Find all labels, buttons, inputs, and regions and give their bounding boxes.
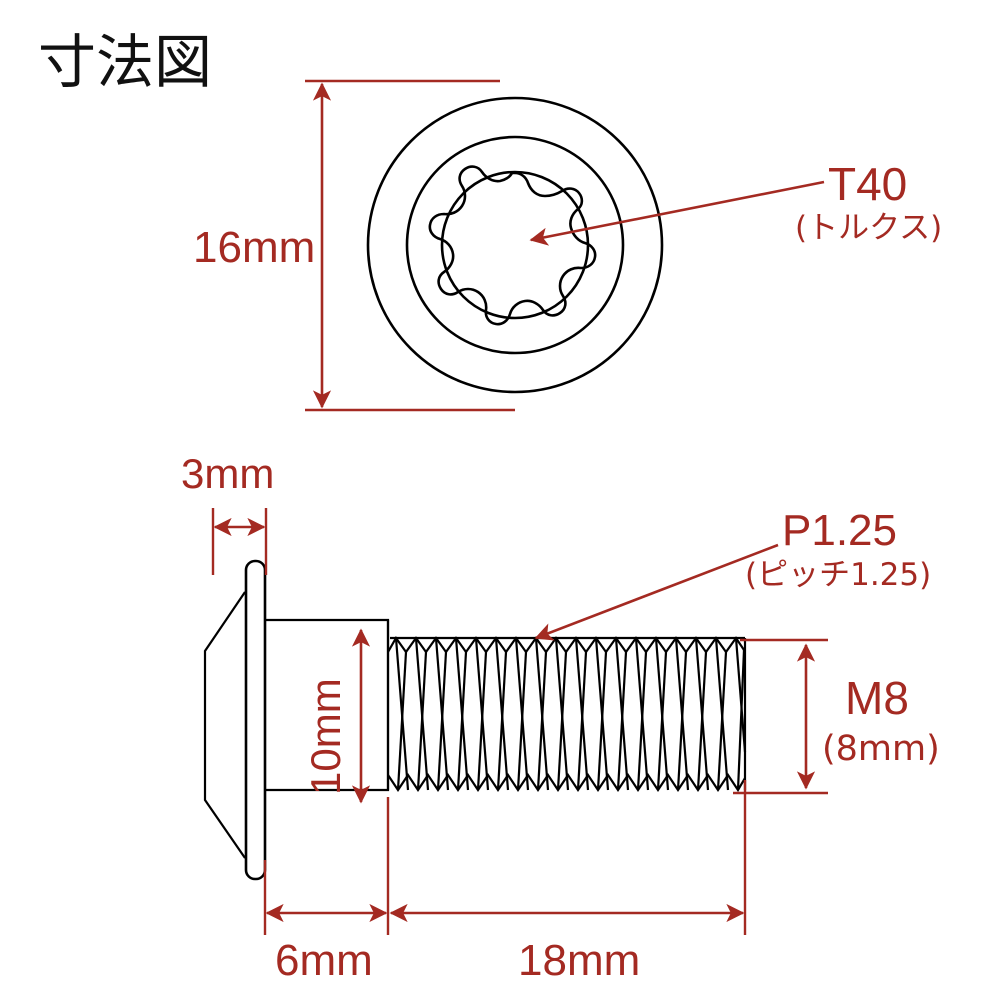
dimension-label-16mm: 16mm <box>193 223 315 272</box>
dimension-flange-thickness: 3mm <box>181 450 274 575</box>
callout-sublabel-8mm: (8mm) <box>822 729 940 769</box>
thread-flanks-right <box>394 637 747 791</box>
dimension-label-18mm: 18mm <box>518 936 640 985</box>
callout-label-t40: T40 <box>828 158 907 210</box>
callout-thread-pitch: P1.25 (ピッチ1.25) <box>534 506 931 641</box>
dimension-thread-size: M8 (8mm) <box>733 638 940 795</box>
flange-taper-profile <box>203 591 246 859</box>
page-title: 寸法図 <box>38 28 212 96</box>
flange-plate <box>244 559 267 881</box>
dimension-label-6mm: 6mm <box>275 936 373 985</box>
leader-line-p125 <box>534 543 779 641</box>
callout-sublabel-torx: (トルクス) <box>795 210 942 246</box>
flange-outer-circle <box>366 96 664 394</box>
dimension-head-diameter: 16mm <box>193 79 515 412</box>
thread-crest-top <box>387 635 745 654</box>
leader-line-t40 <box>529 180 825 246</box>
dimension-head-height: 10mm <box>302 628 371 804</box>
thread-crest-bottom <box>387 773 746 793</box>
head-top-view <box>366 96 664 394</box>
callout-drive-type: T40 (トルクス) <box>529 158 942 246</box>
head-circle <box>405 135 625 355</box>
callout-sublabel-pitch: (ピッチ1.25) <box>745 557 931 593</box>
dimension-label-3mm: 3mm <box>181 450 274 497</box>
torx-socket-star <box>428 165 597 326</box>
dimension-bottom-row: 6mm 18mm <box>263 780 747 985</box>
bolt-side-view <box>203 559 747 881</box>
thread-flanks-left <box>396 649 746 791</box>
callout-label-m8: M8 <box>845 672 909 724</box>
dimension-label-10mm: 10mm <box>302 678 349 795</box>
callout-label-p125: P1.25 <box>782 506 897 555</box>
